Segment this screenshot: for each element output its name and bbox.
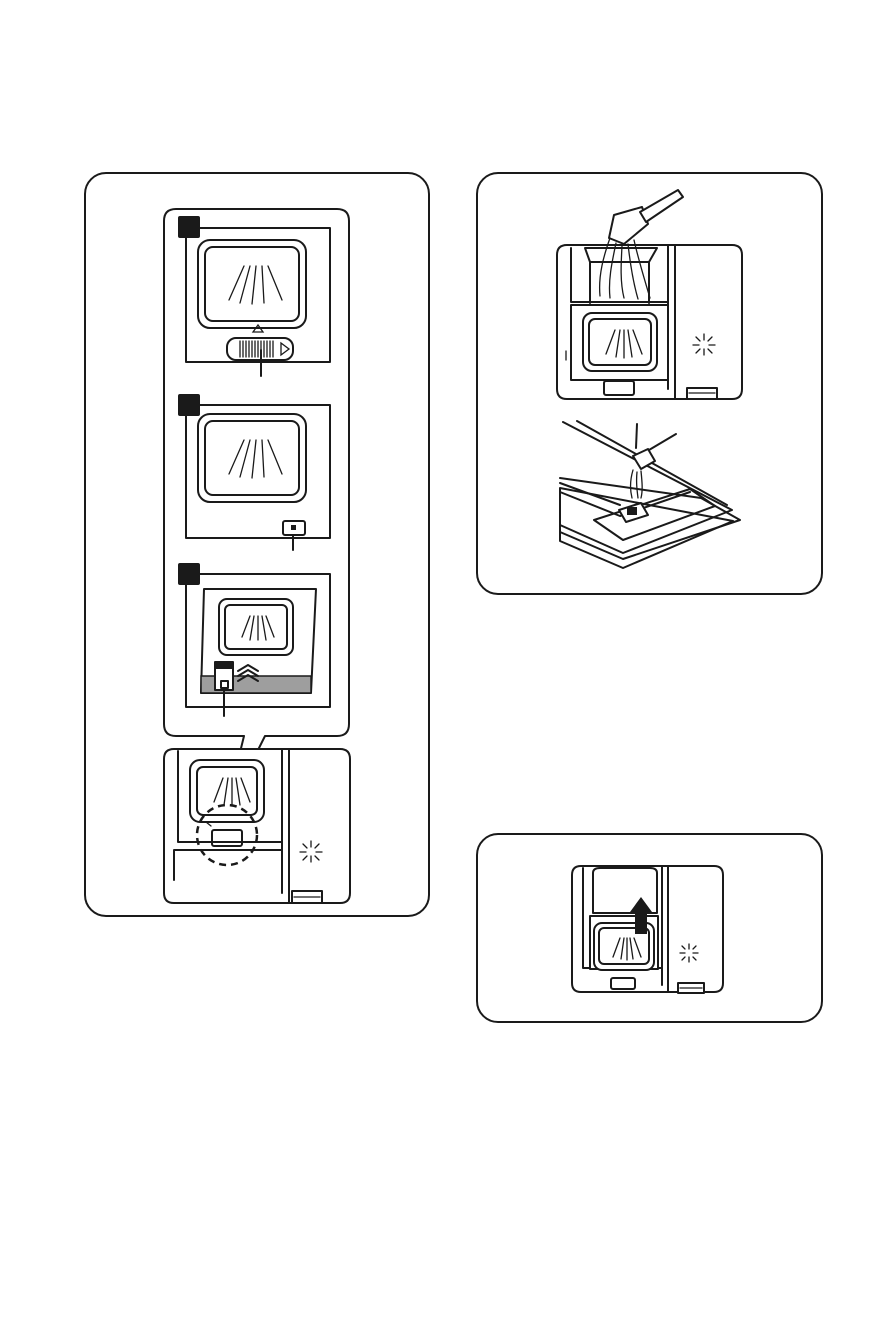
step-3-marker: [178, 563, 200, 585]
close-lid-panel: [476, 833, 823, 1023]
step-1-marker: [178, 216, 200, 238]
step-2-marker: [178, 394, 200, 416]
fill-rinse-aid-panel: [476, 172, 823, 595]
dispenser-body: [164, 749, 350, 903]
